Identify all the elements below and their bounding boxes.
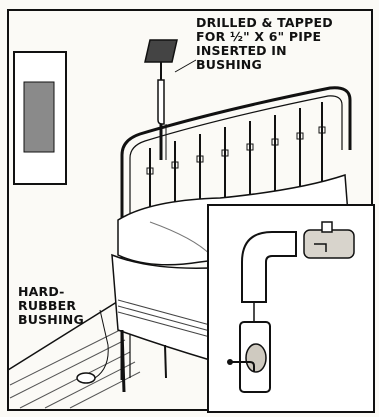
pipe-callout-line-4: BUSHING (196, 58, 333, 72)
pipe-leader-line (175, 60, 196, 72)
detail-inset (208, 205, 374, 412)
pipe-callout: DRILLED & TAPPED FOR ½" X 6" PIPE INSERT… (196, 16, 333, 72)
wall-picture (14, 52, 66, 184)
pipe-callout-line-1: DRILLED & TAPPED (196, 16, 333, 30)
bushing-callout-line-3: BUSHING (18, 313, 84, 327)
pipe-callout-line-2: FOR ½" X 6" PIPE (196, 30, 333, 44)
bushing-callout-line-2: RUBBER (18, 299, 84, 313)
pipe-callout-line-3: INSERTED IN (196, 44, 333, 58)
bushing-callout-line-1: HARD- (18, 285, 84, 299)
lamp (145, 40, 177, 160)
bushing-callout: HARD- RUBBER BUSHING (18, 285, 84, 327)
